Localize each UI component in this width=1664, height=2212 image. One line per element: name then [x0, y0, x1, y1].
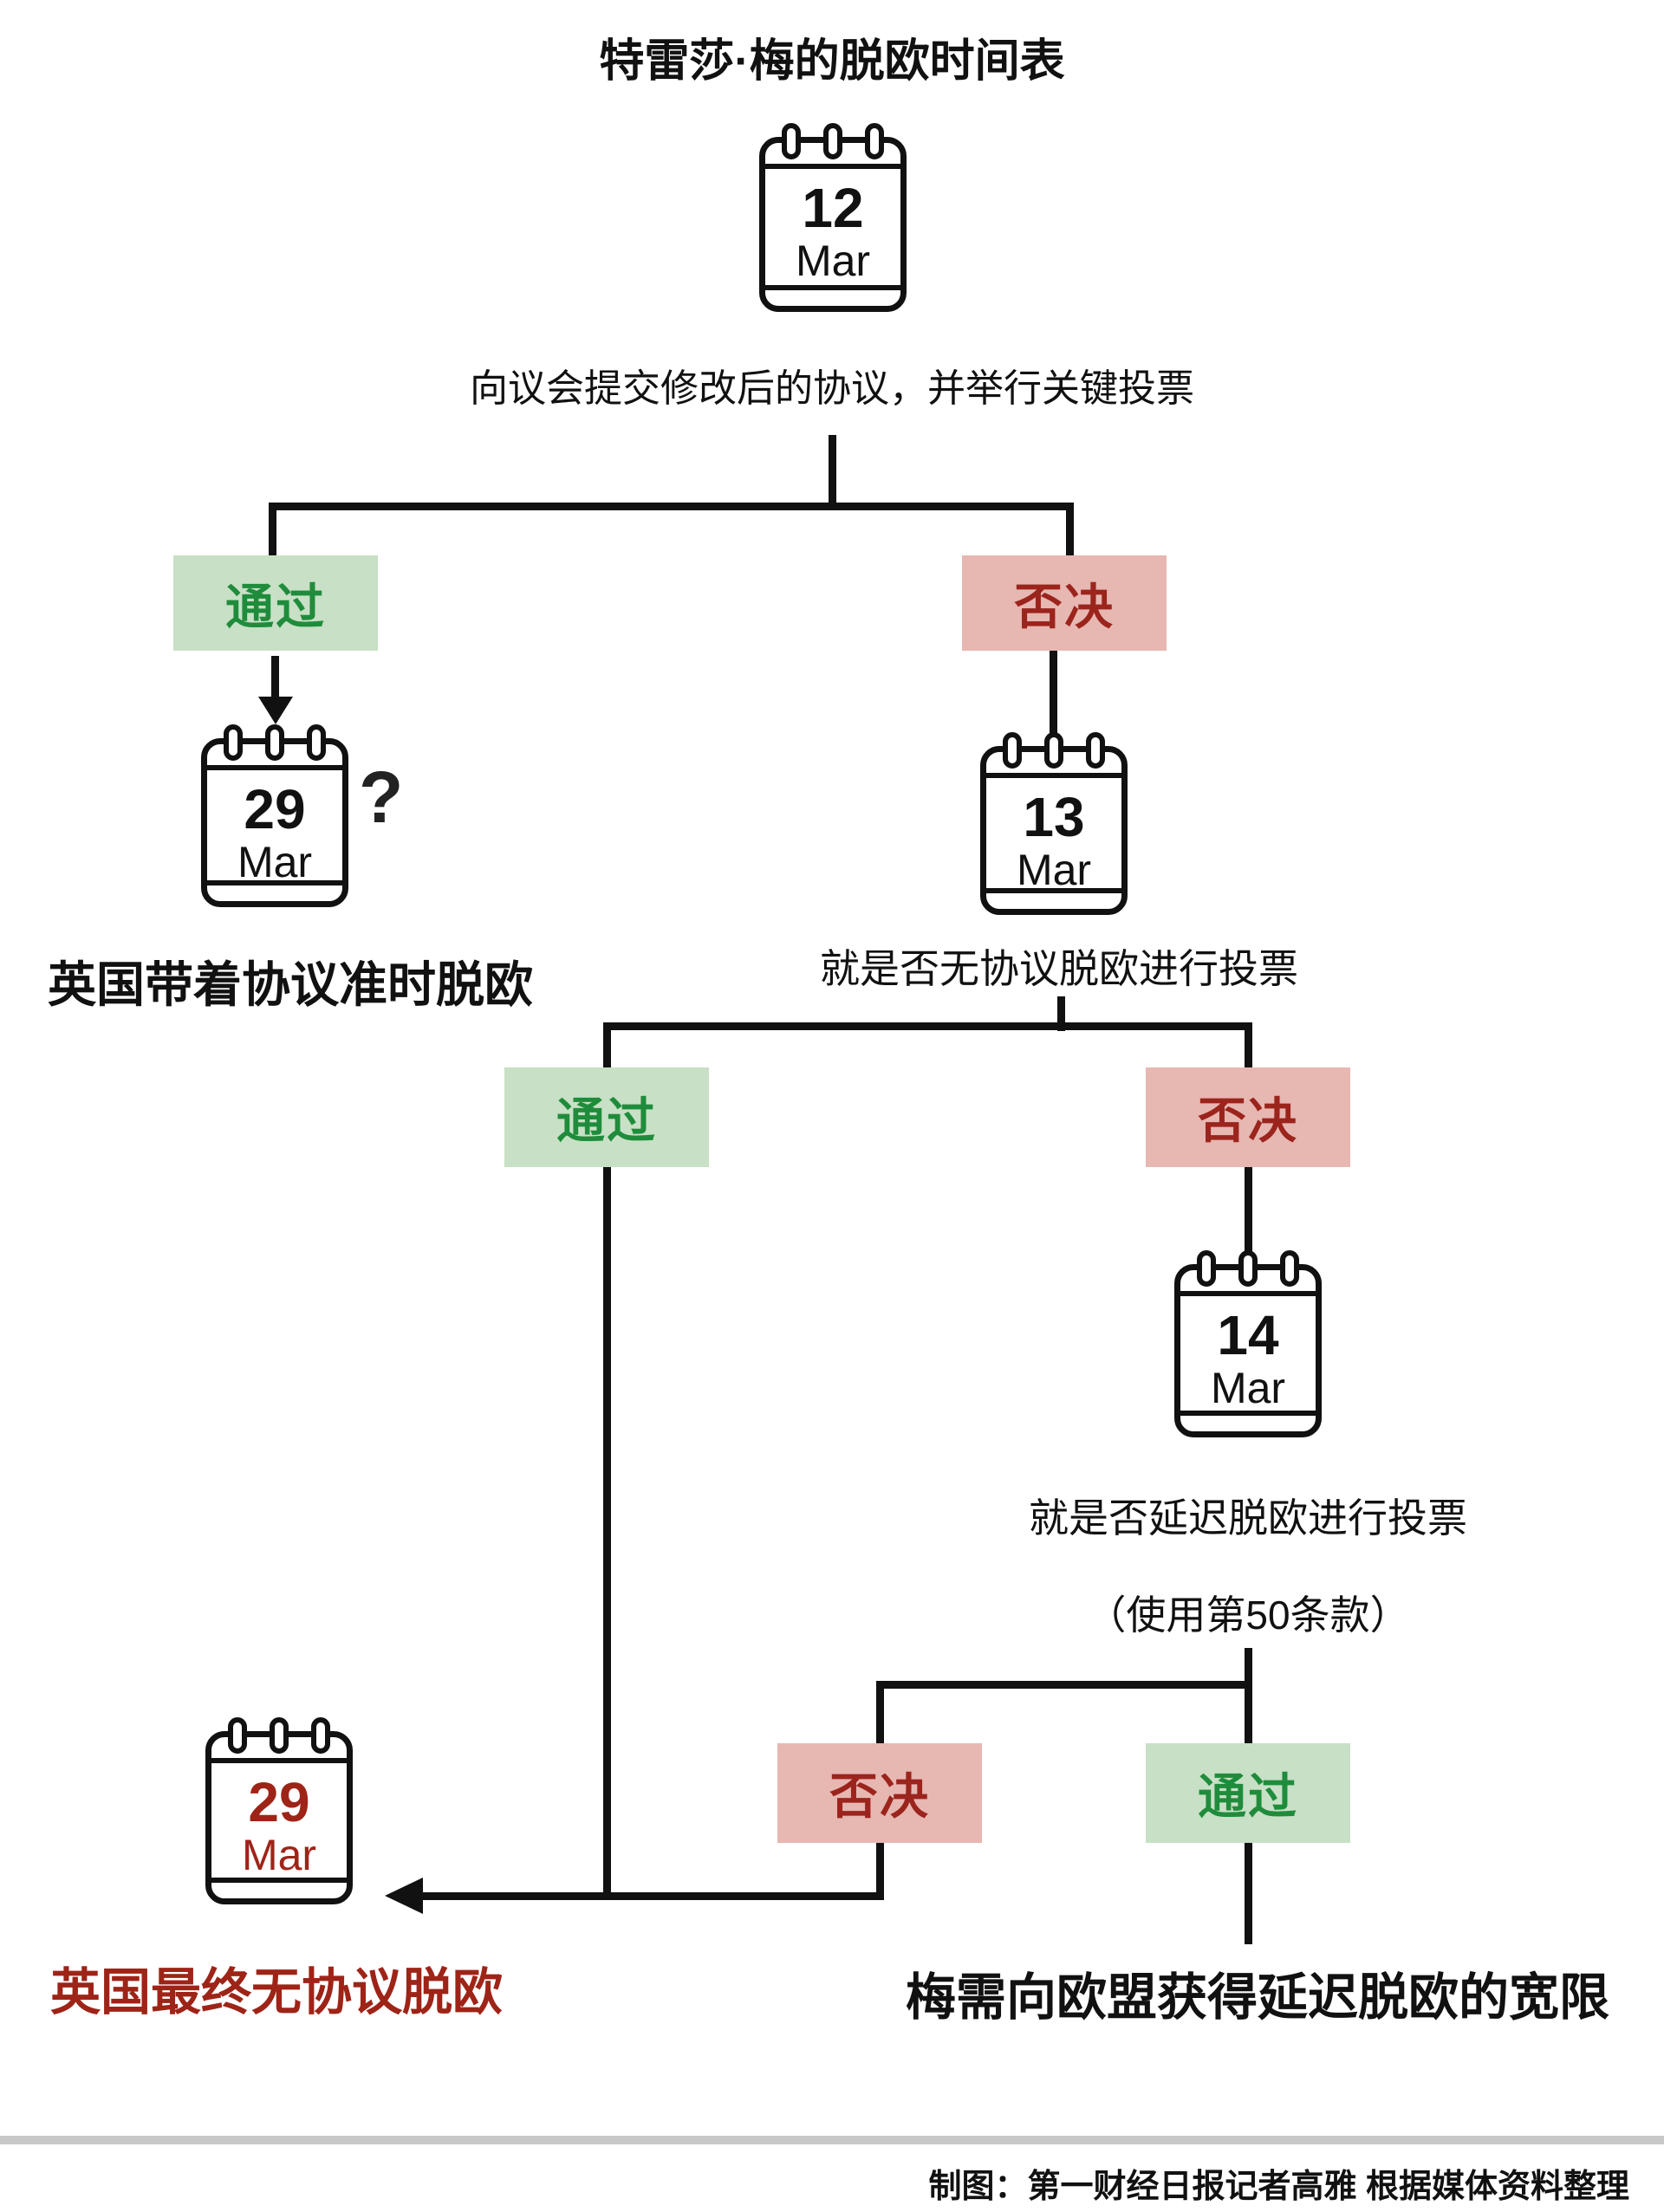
footer-divider [0, 2136, 1664, 2144]
calendar-header [1180, 1270, 1316, 1296]
calendar-ring-icon [1044, 732, 1063, 769]
connector-line [603, 1167, 611, 1899]
page-title: 特雷莎·梅的脱欧时间表 [599, 36, 1065, 87]
step-vote-main-text: 向议会提交修改后的协议，并举行关键投票 [470, 367, 1194, 410]
connector-line [829, 435, 836, 509]
connector-line [1057, 996, 1065, 1031]
calendar-icon-mar14: 14 Mar [1174, 1250, 1322, 1437]
calendar-month: Mar [241, 1831, 317, 1879]
calendar-ring-icon [224, 724, 243, 761]
calendar-pad-line [211, 1878, 347, 1883]
step-vote-no-deal-text: 就是否无协议脱欧进行投票 [820, 946, 1298, 991]
connector-line [1245, 1022, 1252, 1071]
calendar-month: Mar [237, 838, 313, 886]
calendar-page: 13 Mar [980, 746, 1128, 915]
connector-line [1066, 503, 1074, 556]
calendar-day: 29 [248, 1771, 310, 1833]
calendar-pad-line [765, 285, 900, 290]
connector-line [1050, 651, 1057, 741]
badge-pass-2: 通过 [504, 1067, 709, 1167]
calendar-page: 29 Mar [205, 1731, 353, 1904]
calendar-month: Mar [1210, 1364, 1286, 1412]
connector-line [876, 1843, 884, 1900]
outcome-no-deal-text: 英国最终无协议脱欧 [50, 1964, 504, 2021]
arrow-down-icon [258, 697, 293, 724]
connector-line [876, 1681, 884, 1745]
calendar-ring-icon [270, 1717, 289, 1754]
calendar-header [986, 752, 1121, 778]
calendar-pad-line [1180, 1411, 1316, 1416]
calendar-ring-icon [823, 123, 842, 159]
calendar-day: 14 [1217, 1304, 1279, 1366]
badge-pass-1: 通过 [173, 555, 378, 651]
badge-reject-2: 否决 [1146, 1067, 1350, 1167]
connector-line [271, 656, 279, 699]
calendar-ring-icon [1280, 1250, 1299, 1287]
calendar-ring-icon [307, 724, 326, 761]
calendar-header [207, 744, 342, 770]
calendar-ring-icon [265, 724, 284, 761]
calendar-ring-icon [228, 1717, 247, 1754]
calendar-month: Mar [795, 237, 871, 285]
connector-line [1245, 1167, 1252, 1257]
calendar-day: 29 [244, 778, 306, 840]
calendar-ring-icon [782, 123, 801, 159]
connector-line [1245, 1843, 1252, 1944]
calendar-day: 12 [802, 177, 864, 239]
calendar-ring-icon [1086, 732, 1105, 769]
calendar-month: Mar [1016, 846, 1092, 894]
badge-pass-label: 通过 [225, 579, 326, 634]
step-vote-delay-line2: （使用第50条款） [1086, 1593, 1410, 1638]
badge-reject-1: 否决 [962, 555, 1167, 651]
badge-pass-3: 通过 [1146, 1743, 1350, 1843]
connector-line [269, 503, 1074, 510]
connector-line [603, 1022, 1252, 1030]
badge-reject-3: 否决 [777, 1743, 982, 1843]
calendar-page: 29 Mar [201, 738, 348, 907]
outcome-on-time-text: 英国带着协议准时脱欧 [48, 957, 533, 1012]
calendar-day: 13 [1023, 786, 1085, 848]
calendar-page: 12 Mar [759, 137, 907, 312]
badge-reject-label: 否决 [829, 1769, 930, 1824]
connector-line [269, 503, 276, 556]
step-vote-delay-line1: 就是否延迟脱欧进行投票 [1029, 1495, 1467, 1541]
calendar-pad-line [986, 888, 1121, 893]
calendar-icon-mar29-deal: 29 Mar [201, 724, 348, 907]
calendar-icon-mar12: 12 Mar [759, 123, 907, 312]
calendar-ring-icon [865, 123, 884, 159]
outcome-delay-text: 梅需向欧盟获得延迟脱欧的宽限 [906, 1969, 1610, 2026]
calendar-icon-mar13: 13 Mar [980, 732, 1128, 915]
calendar-ring-icon [1238, 1250, 1258, 1287]
calendar-ring-icon [1003, 732, 1022, 769]
calendar-ring-icon [1197, 1250, 1216, 1287]
badge-pass-label: 通过 [1198, 1769, 1298, 1824]
badge-pass-label: 通过 [556, 1093, 657, 1148]
footer-credit-text: 制图：第一财经日报记者高雅 根据媒体资料整理 [928, 2169, 1629, 2205]
calendar-header [211, 1737, 347, 1763]
calendar-ring-icon [311, 1717, 330, 1754]
calendar-icon-mar29-nodeal: 29 Mar [205, 1717, 353, 1904]
connector-line [603, 1022, 611, 1071]
connector-line [876, 1681, 1252, 1689]
arrow-left-icon [385, 1878, 423, 1914]
calendar-page: 14 Mar [1174, 1264, 1322, 1437]
question-mark: ? [359, 756, 404, 838]
connector-line [421, 1892, 884, 1900]
calendar-header [765, 143, 900, 169]
connector-line [1245, 1648, 1252, 1745]
badge-reject-label: 否决 [1198, 1093, 1298, 1148]
calendar-pad-line [207, 880, 342, 885]
badge-reject-label: 否决 [1014, 579, 1115, 634]
